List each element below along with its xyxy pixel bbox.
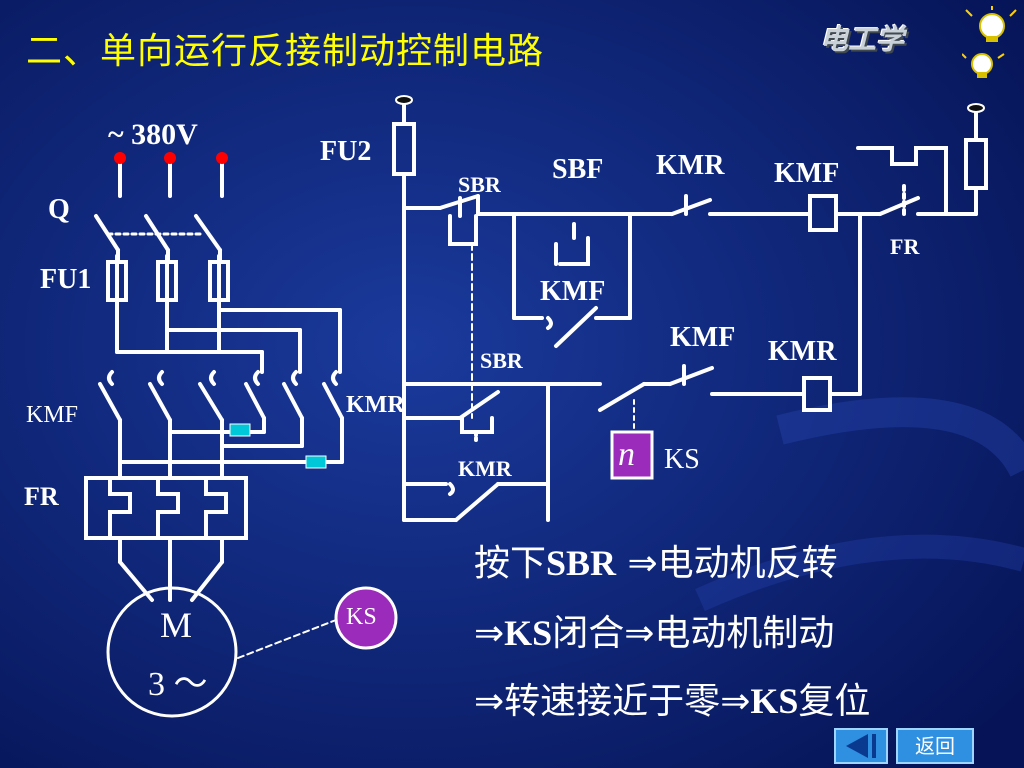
motor-phase-label: 3 ～ (148, 666, 208, 703)
lightbulb-icon (962, 6, 1017, 78)
kmf-nc-label: KMF (670, 322, 736, 353)
ks-disc-label: KS (346, 604, 377, 630)
fu1-label: FU1 (40, 264, 92, 295)
slide-title: 二、单向运行反接制动控制电路 (26, 31, 545, 72)
back-button[interactable]: 返回 (896, 728, 974, 764)
kmr-main-label: KMR (346, 392, 405, 418)
kmr-coil-label: KMR (768, 336, 837, 367)
description-line-1: 按下SBR ⇒电动机反转 (474, 543, 838, 584)
fu2-label: FU2 (320, 136, 372, 167)
description-line-3: ⇒转速接近于零⇒KS复位 (474, 681, 871, 722)
q-label: Q (48, 194, 70, 225)
sbr-mid-label: SBR (480, 348, 523, 373)
ks-n-label: n (618, 436, 635, 473)
supply-label: ~ 380V (108, 118, 198, 151)
kmf-coil-label: KMF (774, 158, 840, 189)
description-line-2: ⇒KS闭合⇒电动机制动 (474, 613, 835, 654)
fr-ctrl-label: FR (890, 234, 920, 259)
fr-main-label: FR (24, 482, 59, 511)
sbf-label: SBF (552, 154, 604, 185)
prev-button[interactable] (834, 728, 888, 764)
kmr-hold-label: KMR (458, 456, 512, 481)
ks-contact-label: KS (664, 444, 700, 475)
motor-m-label: M (160, 605, 193, 645)
kmf-main-label: KMF (26, 402, 79, 428)
kmf-hold-label: KMF (540, 276, 606, 307)
left-triangle-icon (846, 734, 876, 758)
kmr-nc-label: KMR (656, 150, 725, 181)
logo-text: 电工学 (820, 23, 905, 56)
sbr-top-label: SBR (458, 172, 501, 197)
